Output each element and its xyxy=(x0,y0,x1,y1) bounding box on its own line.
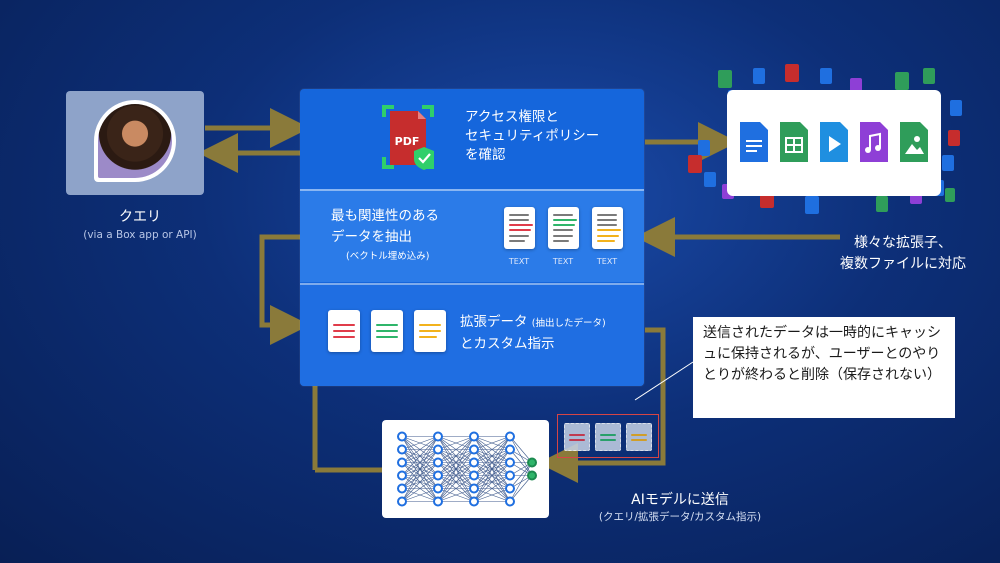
user-sublabel: (via a Box app or API) xyxy=(83,229,197,241)
nn-node xyxy=(433,496,443,507)
text-doc-label-3: TEXT xyxy=(596,257,618,266)
nn-node xyxy=(433,457,443,468)
row2-text: 最も関連性のある データを抽出 xyxy=(331,208,439,245)
nn-node xyxy=(527,470,537,481)
augmented-doc-green xyxy=(371,310,403,352)
user-label: クエリ xyxy=(119,209,161,225)
text-doc-1 xyxy=(504,207,535,249)
pdf-shield-icon: PDF xyxy=(382,105,434,170)
neural-network-icon xyxy=(397,431,537,507)
nn-node xyxy=(469,457,479,468)
nn-node xyxy=(397,431,407,442)
nn-node xyxy=(397,457,407,468)
text-doc-label-1: TEXT xyxy=(508,257,530,266)
nn-node xyxy=(397,496,407,507)
nn-node xyxy=(469,470,479,481)
nn-node xyxy=(505,470,515,481)
arrow-row2-to-row3 xyxy=(259,234,310,345)
callout-pointer xyxy=(634,361,694,401)
nn-node xyxy=(433,483,443,494)
nn-node xyxy=(505,496,515,507)
text-doc-3 xyxy=(592,207,623,249)
nn-node xyxy=(505,457,515,468)
nn-node xyxy=(433,444,443,455)
ai-model-label: AIモデルに送信 xyxy=(631,492,729,508)
file-types-label: 様々な拡張子、 複数ファイルに対応 xyxy=(840,235,966,272)
nn-node xyxy=(397,444,407,455)
nn-node xyxy=(469,496,479,507)
doc-file-icon xyxy=(740,122,768,162)
nn-node xyxy=(469,431,479,442)
video-file-icon xyxy=(820,122,848,162)
ai-model-box xyxy=(382,420,549,518)
nn-node xyxy=(433,470,443,481)
nn-node xyxy=(505,431,515,442)
nn-node xyxy=(527,457,537,468)
nn-node xyxy=(433,431,443,442)
nn-node xyxy=(397,470,407,481)
augmented-doc-yellow xyxy=(414,310,446,352)
row3-text: 拡張データ (抽出したデータ) とカスタム指示 xyxy=(460,314,606,352)
arrow-row3-to-ai xyxy=(538,327,666,483)
cache-note-callout: 送信されたデータは一時的にキャッシュに保持されるが、ユーザーとのやりとりが終わる… xyxy=(693,317,955,418)
panel-row-extract xyxy=(300,189,644,282)
file-types-card xyxy=(727,90,941,196)
audio-file-icon xyxy=(860,122,888,162)
ai-model-sublabel: (クエリ/拡張データ/カスタム指示) xyxy=(598,511,762,523)
augmented-doc-red xyxy=(328,310,360,352)
nn-node xyxy=(397,483,407,494)
nn-node xyxy=(505,444,515,455)
image-file-icon xyxy=(900,122,928,162)
sheet-file-icon xyxy=(780,122,808,162)
nn-node xyxy=(505,483,515,494)
pdf-badge-text: PDF xyxy=(395,135,420,148)
row1-text: アクセス権限と セキュリティポリシー を確認 xyxy=(465,109,600,163)
avatar xyxy=(94,100,176,182)
user-card xyxy=(66,91,204,195)
data-packet-box xyxy=(557,414,659,458)
nn-node xyxy=(469,444,479,455)
text-doc-2 xyxy=(548,207,579,249)
row2-sublabel: (ベクトル埋め込み) xyxy=(346,251,430,262)
text-doc-label-2: TEXT xyxy=(552,257,574,266)
nn-node xyxy=(469,483,479,494)
